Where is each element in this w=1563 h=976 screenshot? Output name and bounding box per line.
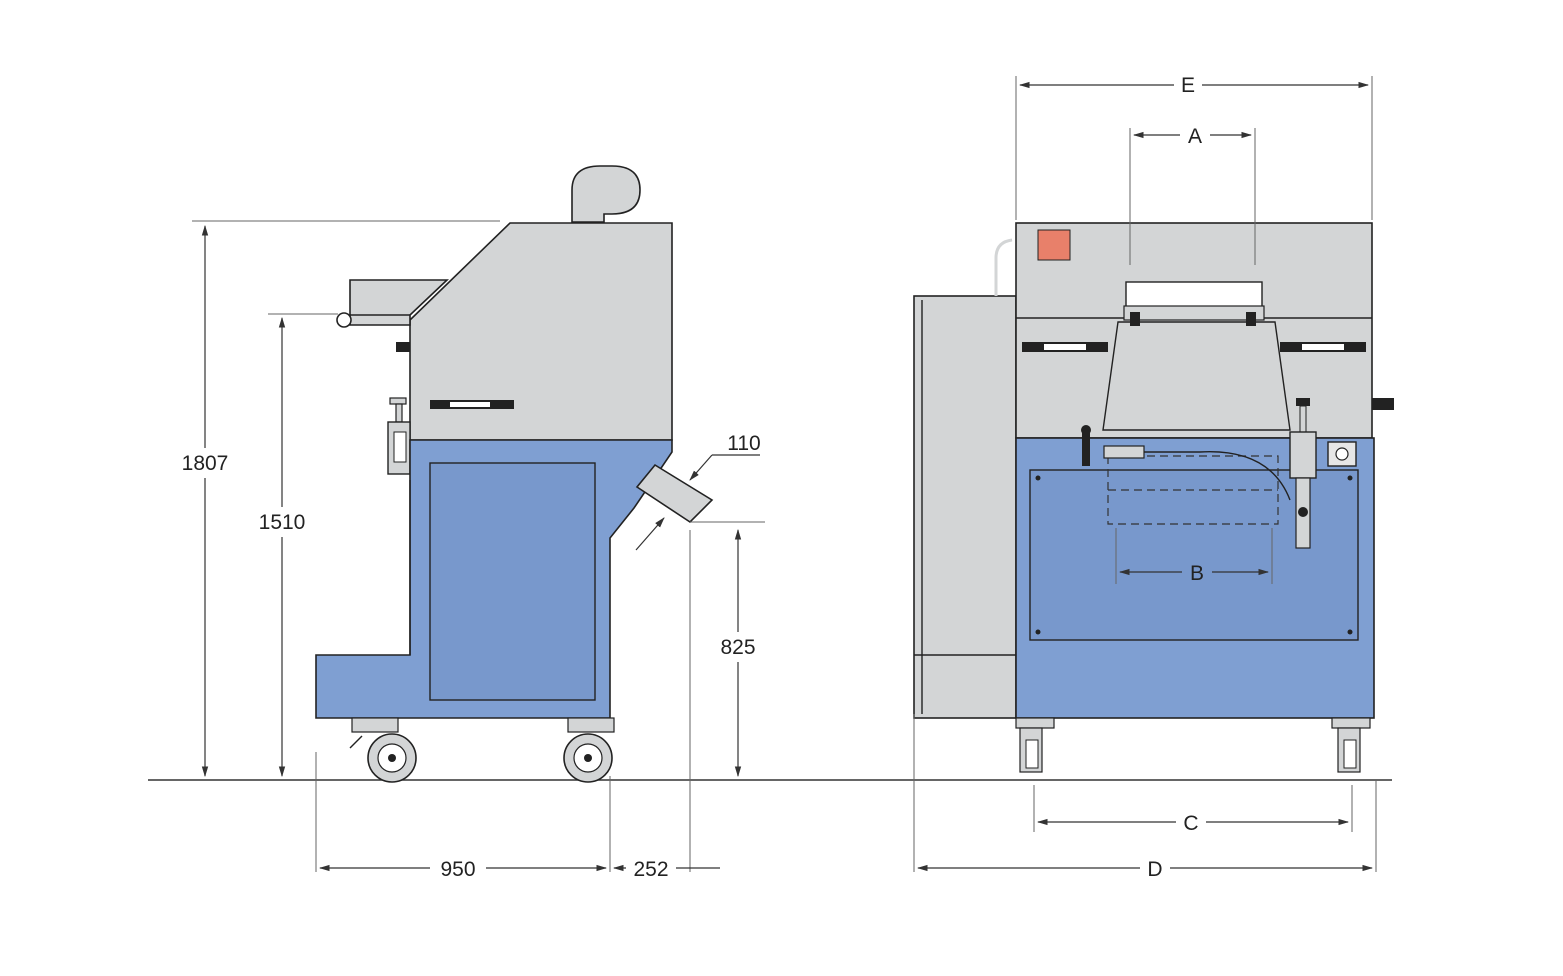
dim-label-b: B (1190, 562, 1204, 585)
dim-label-1807: 1807 (182, 452, 229, 475)
cutter-guard (1102, 321, 1291, 431)
cabinet-door (429, 462, 596, 701)
air-regulator (1289, 398, 1317, 549)
dim-label-110: 110 (727, 432, 760, 455)
front-foot-right (1331, 717, 1371, 773)
side-view: 1807 1510 110 825 950 252 (178, 165, 766, 881)
feed-roller (336, 312, 352, 328)
dim-label-c: C (1183, 812, 1198, 835)
warning-label (1037, 229, 1071, 261)
extraction-hood (571, 165, 641, 223)
dim-label-d: D (1147, 858, 1162, 881)
side-panel (913, 295, 1017, 719)
dim-label-e: E (1181, 74, 1195, 97)
dust-outlet (635, 463, 714, 524)
caster-right (563, 717, 615, 783)
dim-label-1510: 1510 (259, 511, 306, 534)
dim-line-110 (689, 454, 713, 481)
dim-label-a: A (1188, 125, 1202, 148)
clamp-adjuster (387, 397, 411, 475)
dim-label-825: 825 (720, 636, 755, 659)
dim-label-252: 252 (633, 858, 668, 881)
dim-label-950: 950 (440, 858, 475, 881)
caster-left (349, 717, 417, 783)
front-foot-left (1015, 717, 1055, 773)
front-view: E A B C D (913, 70, 1394, 881)
